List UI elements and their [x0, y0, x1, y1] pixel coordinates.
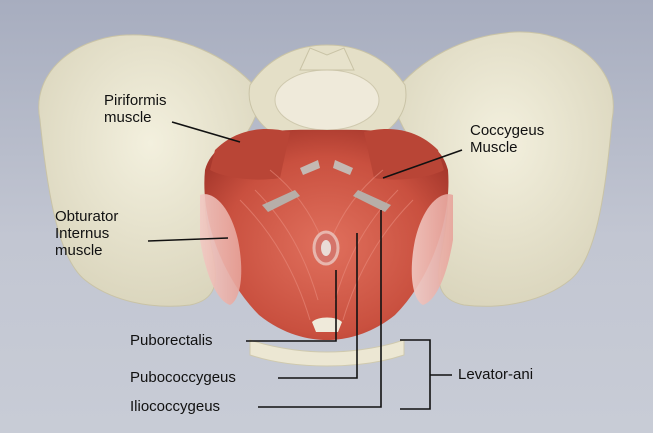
- left-fascia-slit: [262, 190, 300, 212]
- leader-lines: [147, 121, 463, 410]
- right-fascia-slit: [353, 190, 391, 212]
- obturator-label-line2: Internus: [55, 225, 110, 242]
- coccygeus-label: Coccygeus Muscle: [470, 122, 544, 156]
- puborectalis-leader: [246, 270, 337, 342]
- right-upper-slit: [333, 160, 353, 175]
- left-upper-slit: [300, 160, 320, 175]
- muscle-fiber-lines: [239, 169, 414, 321]
- pubococcygeus-label: Pubococcygeus: [130, 369, 236, 386]
- coccygeus-label-line1: Coccygeus: [470, 122, 545, 139]
- iliococcygeus-label: Iliococcygeus: [130, 398, 221, 415]
- obturator-leader: [147, 237, 229, 242]
- piriformis-label-line1: Piriformis: [104, 92, 167, 109]
- obturator-label-line3: muscle: [55, 242, 103, 259]
- coccygeus-muscle-shape: [364, 129, 444, 180]
- sacral-promontory: [274, 69, 380, 131]
- obturator-internus-shape: [200, 194, 242, 305]
- levator-ani-label: Levator-ani: [458, 366, 534, 383]
- obturator-label-line1: Obturator: [55, 208, 119, 225]
- coccygeus-label-line2: Muscle: [470, 139, 518, 156]
- pubic-symphysis: [249, 339, 405, 367]
- coccygeus-leader: [382, 149, 463, 179]
- obturator-label: Obturator Internus muscle: [55, 208, 118, 259]
- piriformis-leader: [171, 121, 241, 143]
- piriformis-label: Piriformis muscle: [104, 92, 167, 126]
- piriformis-label-line2: muscle: [104, 109, 152, 126]
- iliococcygeus-leader: [258, 210, 382, 408]
- piriformis-muscle-shape: [210, 129, 290, 180]
- right-obturator-shape: [411, 194, 453, 305]
- sacral-spine: [299, 47, 355, 71]
- pubococcygeus-leader: [278, 233, 358, 379]
- puborectalis-label: Puborectalis: [130, 332, 213, 349]
